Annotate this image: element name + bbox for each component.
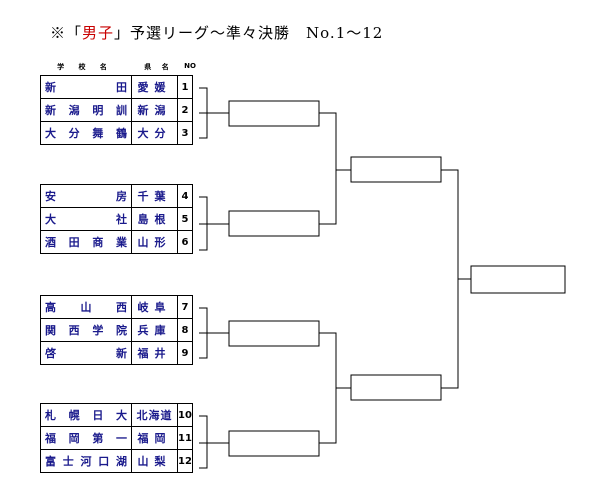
prefecture-name: 福岡: [131, 426, 178, 450]
school-char: 西: [116, 301, 127, 314]
school-name: 大分舞鶴: [40, 121, 132, 145]
school-char: 新: [45, 104, 56, 117]
school-char: 富: [45, 455, 56, 468]
team-number: 6: [177, 230, 193, 254]
school-char: 院: [115, 324, 127, 337]
school-char: 西: [68, 324, 80, 337]
prefecture-name: 北海道: [131, 403, 178, 427]
prefecture-name: 大分: [131, 121, 178, 145]
school-char: 口: [98, 455, 110, 468]
title-highlight: 男子: [82, 24, 115, 42]
school-char: 田: [68, 236, 80, 249]
school-char: 啓: [45, 347, 56, 360]
team-number: 3: [177, 121, 193, 145]
school-char: 新: [116, 347, 127, 360]
prefecture-name: 岐阜: [131, 295, 178, 319]
school-char: 社: [116, 213, 127, 226]
school-name: 富士河口湖: [40, 449, 132, 473]
school-char: 商: [92, 236, 104, 249]
school-char: 大: [45, 127, 56, 140]
school-char: 業: [115, 236, 127, 249]
school-name: 啓新: [40, 341, 132, 365]
school-char: 第: [92, 432, 104, 445]
school-char: 酒: [45, 236, 56, 249]
prefecture-name: 山梨: [131, 449, 178, 473]
school-char: 山: [80, 301, 92, 314]
prefecture-name: 愛媛: [131, 75, 178, 99]
header-pref: 県 名: [144, 63, 173, 71]
school-char: 田: [116, 81, 127, 94]
school-char: 士: [62, 455, 74, 468]
school-char: 明: [92, 104, 104, 117]
school-name: 新潟明訓: [40, 98, 132, 122]
title-suffix: 」予選リーグ～準々決勝 No.1～12: [114, 24, 384, 42]
school-char: 一: [115, 432, 127, 445]
title-prefix: ※「: [50, 24, 83, 42]
school-char: 舞: [92, 127, 104, 140]
school-char: 分: [68, 127, 80, 140]
school-char: 大: [45, 213, 56, 226]
school-char: 房: [116, 190, 127, 203]
header-no: NO: [184, 62, 196, 70]
school-char: 福: [45, 432, 56, 445]
school-char: 鶴: [115, 127, 127, 140]
school-char: 幌: [68, 409, 80, 422]
school-char: 大: [115, 409, 127, 422]
team-number: 4: [177, 184, 193, 208]
school-char: 岡: [68, 432, 80, 445]
school-char: 日: [92, 409, 104, 422]
prefecture-name: 山形: [131, 230, 178, 254]
school-char: 訓: [115, 104, 127, 117]
school-char: 湖: [116, 455, 127, 468]
school-char: 安: [45, 190, 56, 203]
school-name: 新田: [40, 75, 132, 99]
team-number: 9: [177, 341, 193, 365]
school-char: 関: [45, 324, 56, 337]
team-number: 12: [177, 449, 193, 473]
school-name: 酒田商業: [40, 230, 132, 254]
school-char: 新: [45, 81, 56, 94]
school-char: 河: [80, 455, 92, 468]
school-char: 高: [45, 301, 56, 314]
school-name: 安房: [40, 184, 132, 208]
header-school: 学 校 名: [57, 63, 113, 71]
school-char: 潟: [68, 104, 80, 117]
school-char: 学: [92, 324, 104, 337]
page-title: ※「男子」予選リーグ～準々決勝 No.1～12: [50, 22, 383, 43]
school-char: 札: [45, 409, 56, 422]
prefecture-name: 新潟: [131, 98, 178, 122]
